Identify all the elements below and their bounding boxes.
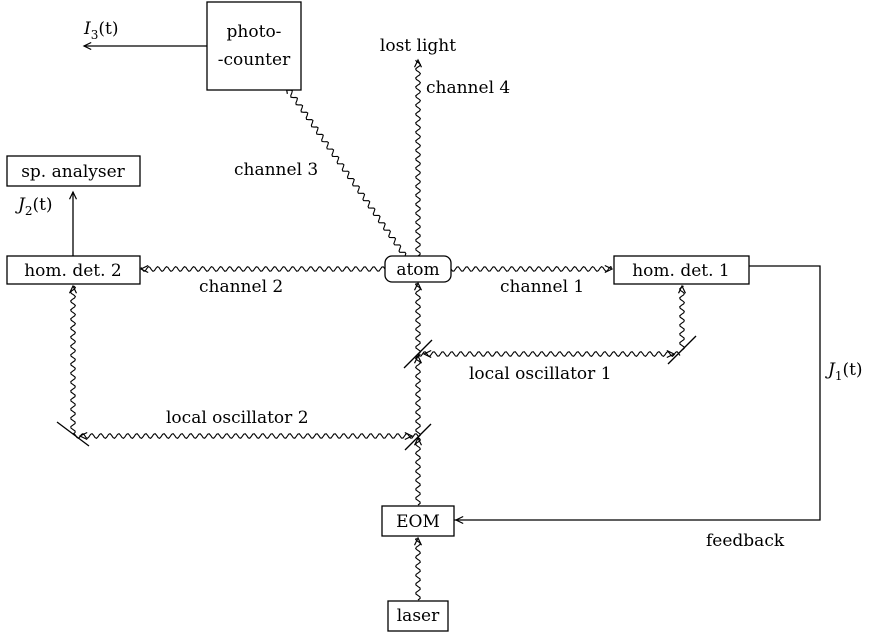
feedback-label: feedback: [706, 531, 785, 551]
arrow-lo2-up: [68, 284, 78, 294]
channel-2-label: channel 2: [199, 277, 283, 297]
channel-4-label: channel 4: [426, 78, 510, 98]
eom-to-bs2-path: [414, 436, 422, 506]
mirror-lo2: [56, 421, 90, 447]
homodyne-detector-1-label: hom. det. 1: [632, 261, 730, 281]
eom-label: EOM: [396, 512, 440, 532]
channel-4-path: [414, 59, 422, 257]
arrow-bs2-in: [413, 436, 423, 446]
arrow-j2: [68, 190, 78, 200]
arrow-hom-det-2: [139, 264, 149, 274]
channel-1-label: channel 1: [500, 277, 584, 297]
i3-label: I3(t): [83, 19, 118, 42]
arrowheads: [68, 41, 687, 546]
arrow-hom-det-1: [604, 264, 614, 274]
homodyne-detector-2-box: [6, 255, 141, 285]
photo-counter-label-2: -counter: [218, 50, 291, 70]
atom-label: atom: [396, 260, 439, 280]
channel-1-path: [450, 265, 613, 273]
spectrum-analyser-label: sp. analyser: [21, 162, 125, 182]
homodyne-detector-1-box: [613, 255, 750, 285]
arrow-feedback: [454, 515, 464, 525]
eom-box: [381, 505, 455, 537]
channel-3-label: channel 3: [234, 160, 318, 180]
local-oscillator-2-label: local oscillator 2: [166, 408, 309, 428]
lo2-horizontal-path: [73, 432, 419, 440]
channel-3-path: [285, 85, 407, 257]
laser-label: laser: [397, 606, 440, 626]
atom-box: [384, 255, 452, 283]
laser-to-eom-path: [414, 537, 422, 601]
homodyne-detector-2-label: hom. det. 2: [24, 261, 122, 281]
lo1-vertical-path: [678, 285, 686, 351]
arrow-lost-light: [413, 58, 423, 68]
arrow-bs1-in: [413, 354, 423, 364]
photo-counter-label-1: photo-: [227, 22, 282, 42]
arrow-i3: [82, 41, 92, 51]
arrow-eom-in: [413, 536, 423, 546]
mirror-lo1: [667, 335, 697, 365]
arrow-lo1-up: [677, 284, 687, 294]
feedback-loop-line: [454, 265, 821, 521]
local-oscillator-1-label: local oscillator 1: [469, 364, 612, 384]
lost-light-label: lost light: [380, 36, 456, 56]
arrow-lo1-from-bs: [422, 349, 432, 359]
arrow-atom-in: [413, 281, 423, 291]
lo1-horizontal-path: [417, 350, 681, 358]
light-paths: [69, 59, 686, 601]
j2-label: J2(t): [15, 195, 53, 218]
bs2-to-bs1-path: [414, 353, 422, 438]
beam-splitter-lo1: [403, 339, 433, 369]
arrow-lo2-horizontal: [404, 431, 414, 441]
arrow-lo1-horizontal: [666, 349, 676, 359]
j1-label: J1(t): [825, 360, 863, 383]
lo2-vertical-path: [69, 285, 77, 435]
laser-box: [387, 600, 449, 632]
spectrum-analyser-box: [6, 155, 141, 187]
arrow-lo2-from-bs: [78, 431, 88, 441]
channel-2-path: [140, 265, 386, 273]
bs1-to-atom-path: [414, 282, 422, 355]
photo-counter-box: [206, 1, 302, 91]
